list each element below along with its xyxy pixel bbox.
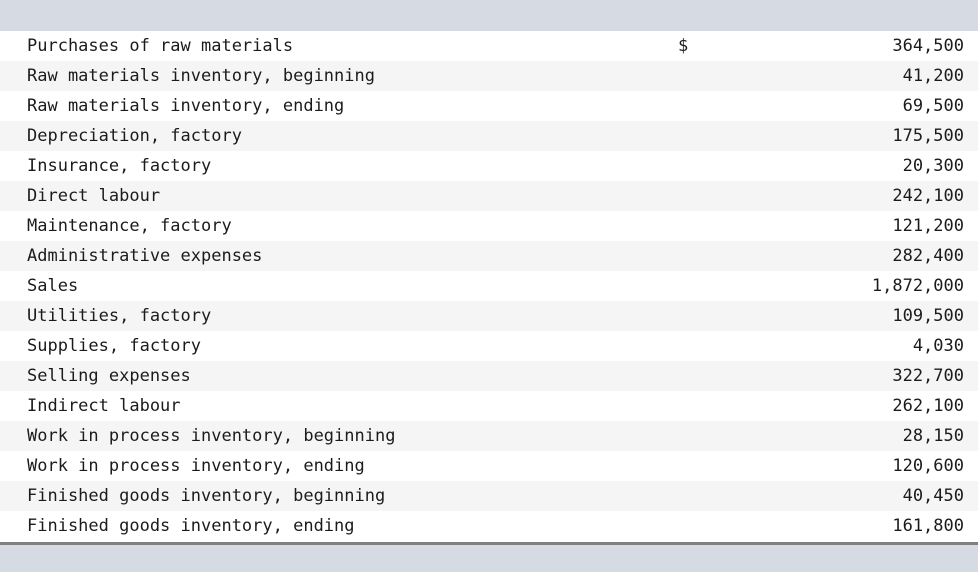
sheet-bottom-divider (0, 542, 978, 545)
amount-cell: 120,600 (734, 451, 978, 481)
currency-symbol-text: $ (678, 36, 689, 56)
amount-value: 242,100 (892, 186, 964, 206)
table-row: Work in process inventory, beginning 28,1… (0, 421, 978, 451)
account-label: Raw materials inventory, beginning (27, 66, 375, 86)
account-label: Supplies, factory (27, 336, 201, 356)
table-row: Indirect labour 262,100 (0, 391, 978, 421)
amount-value: 121,200 (892, 216, 964, 236)
account-label: Finished goods inventory, beginning (27, 486, 386, 506)
amount-value: 41,200 (902, 66, 964, 86)
account-label: Direct labour (27, 186, 161, 206)
account-label: Depreciation, factory (27, 126, 242, 146)
table-row: Work in process inventory, ending 120,600 (0, 451, 978, 481)
account-label: Administrative expenses (27, 246, 263, 266)
amount-value: 69,500 (902, 96, 964, 116)
amount-value: 20,300 (902, 156, 964, 176)
amount-cell: 109,500 (734, 301, 978, 331)
amount-value: 28,150 (902, 426, 964, 446)
account-label: Purchases of raw materials (27, 36, 294, 56)
amount-cell: 282,400 (734, 241, 978, 271)
table-row: Finished goods inventory, beginning 40,45… (0, 481, 978, 511)
amount-value: 120,600 (892, 456, 964, 476)
account-label: Work in process inventory, ending (27, 456, 365, 476)
amount-cell: 322,700 (734, 361, 978, 391)
table-row: Depreciation, factory 175,500 (0, 121, 978, 151)
table-row: Sales 1,872,000 (0, 271, 978, 301)
account-label: Maintenance, factory (27, 216, 232, 236)
table-row: Utilities, factory 109,500 (0, 301, 978, 331)
amount-value: 282,400 (892, 246, 964, 266)
account-label: Utilities, factory (27, 306, 212, 326)
amount-cell: 40,450 (734, 481, 978, 511)
amount-cell: 41,200 (734, 61, 978, 91)
amount-value: 364,500 (892, 36, 964, 56)
table-row: Supplies, factory 4,030 (0, 331, 978, 361)
table-row: Raw materials inventory, ending 69,500 (0, 91, 978, 121)
sheet-blank-area (0, 541, 978, 542)
sheet-header-band (0, 0, 978, 31)
account-label: Insurance, factory (27, 156, 212, 176)
amount-cell: 1,872,000 (734, 271, 978, 301)
amount-cell: 20,300 (734, 151, 978, 181)
amount-value: 322,700 (892, 366, 964, 386)
amount-cell: 121,200 (734, 211, 978, 241)
amount-value: 40,450 (902, 486, 964, 506)
amount-value: 175,500 (892, 126, 964, 146)
amount-value: 4,030 (912, 336, 964, 356)
account-label: Raw materials inventory, ending (27, 96, 345, 116)
account-label: Indirect labour (27, 396, 181, 416)
amount-cell: 4,030 (734, 331, 978, 361)
amount-value: 161,800 (892, 516, 964, 536)
amount-value: 109,500 (892, 306, 964, 326)
table-row: Raw materials inventory, beginning 41,200 (0, 61, 978, 91)
amount-cell: 161,800 (734, 511, 978, 541)
amount-cell: 69,500 (734, 91, 978, 121)
table-row: Administrative expenses 282,400 (0, 241, 978, 271)
table-row: Finished goods inventory, ending 161,800 (0, 511, 978, 541)
amount-value: 1,872,000 (871, 276, 964, 296)
account-label: Work in process inventory, beginning (27, 426, 396, 446)
amount-cell: 242,100 (734, 181, 978, 211)
table-row: Purchases of raw materials $364,500 (0, 31, 978, 61)
table-row: Insurance, factory 20,300 (0, 151, 978, 181)
account-label: Finished goods inventory, ending (27, 516, 355, 536)
table-row: Direct labour 242,100 (0, 181, 978, 211)
sheet-footer-band (0, 545, 978, 572)
account-label: Selling expenses (27, 366, 191, 386)
amount-cell: 262,100 (734, 391, 978, 421)
table-row: Maintenance, factory 121,200 (0, 211, 978, 241)
account-label: Sales (27, 276, 79, 296)
amount-cell: 28,150 (734, 421, 978, 451)
table-row: Selling expenses 322,700 (0, 361, 978, 391)
amount-cell: $364,500 (678, 31, 978, 61)
amount-value: 262,100 (892, 396, 964, 416)
amount-cell: 175,500 (734, 121, 978, 151)
